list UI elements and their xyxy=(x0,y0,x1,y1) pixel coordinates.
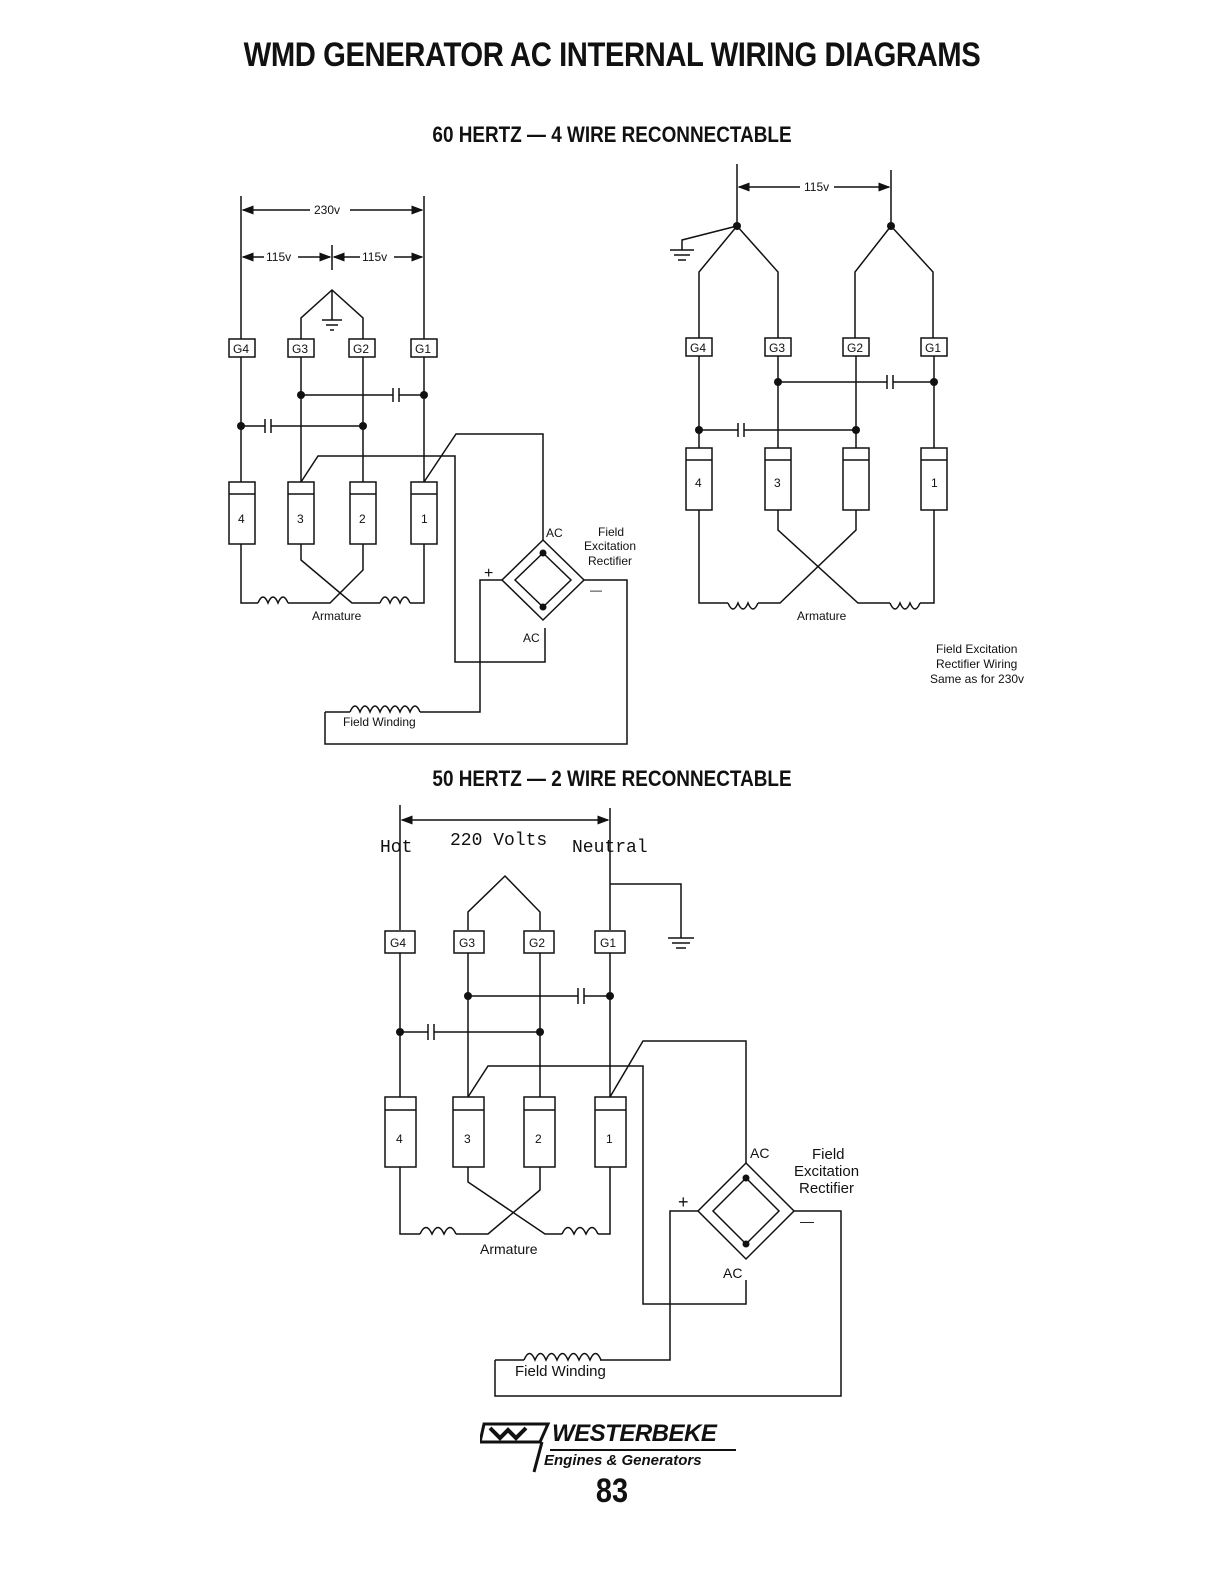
terminal-g3: G3 xyxy=(292,342,308,356)
terminal-g1-2: G1 xyxy=(925,341,941,355)
rectifier-minus-3: — xyxy=(800,1213,814,1229)
rectifier-ac-top-1: AC xyxy=(546,526,563,540)
coil-3-3: 3 xyxy=(464,1132,471,1146)
rectifier-ac-bottom-1: AC xyxy=(523,631,540,645)
label-hot: Hot xyxy=(380,838,412,858)
coil-1-2: 1 xyxy=(931,476,938,490)
terminal-g4: G4 xyxy=(233,342,249,356)
coil-1-3: 1 xyxy=(606,1132,613,1146)
terminal-g2-2: G2 xyxy=(847,341,863,355)
westerbeke-logo xyxy=(480,1422,736,1473)
rectifier-label-1a: Field xyxy=(598,525,624,539)
rectifier-plus-1: + xyxy=(484,565,493,582)
diagram-50hz-220v: Hot 220 Volts Neutral G4 G3 G2 G1 4 3 2 … xyxy=(380,805,859,1397)
coil-1: 1 xyxy=(421,512,428,526)
rectifier-label-3a: Field xyxy=(812,1146,845,1163)
label-armature-2: Armature xyxy=(797,609,847,623)
rectifier-plus-3: + xyxy=(678,1192,689,1212)
logo-name: WESTERBEKE xyxy=(552,1420,717,1447)
label-armature-3: Armature xyxy=(480,1241,538,1257)
coil-2: 2 xyxy=(359,512,366,526)
label-115v-right: 115v xyxy=(362,250,387,264)
rectifier-ac-top-3: AC xyxy=(750,1145,769,1161)
label-field-winding-3: Field Winding xyxy=(515,1363,606,1380)
note-line-3: Same as for 230v xyxy=(930,672,1024,686)
terminal-g3-2: G3 xyxy=(769,341,785,355)
logo-tagline: Engines & Generators xyxy=(544,1452,702,1469)
terminal-g1-3: G1 xyxy=(600,936,616,950)
diagram-60hz-230v: 230v 115v 115v G4 G3 G2 G1 4 xyxy=(228,196,636,745)
coil-2-3: 2 xyxy=(535,1132,542,1146)
label-armature-1: Armature xyxy=(312,609,362,623)
coil-3: 3 xyxy=(297,512,304,526)
label-neutral: Neutral xyxy=(572,838,648,858)
rectifier-label-1b: Excitation xyxy=(584,539,636,553)
rectifier-label-3b: Excitation xyxy=(794,1163,859,1180)
terminal-g1: G1 xyxy=(415,342,431,356)
label-230v: 230v xyxy=(314,203,340,217)
terminal-g2: G2 xyxy=(353,342,369,356)
coil-4-3: 4 xyxy=(396,1132,403,1146)
label-field-winding-1: Field Winding xyxy=(343,715,416,729)
coil-3-2: 3 xyxy=(774,476,781,490)
diagram-60hz-115v: 115v G4 G3 G2 G1 4 3 1 Arma xyxy=(670,164,1024,686)
coil-4-2: 4 xyxy=(695,476,702,490)
note-line-1: Field Excitation xyxy=(936,642,1017,656)
terminal-g4-3: G4 xyxy=(390,936,406,950)
rectifier-label-1c: Rectifier xyxy=(588,554,632,568)
terminal-g3-3: G3 xyxy=(459,936,475,950)
label-220-volts: 220 Volts xyxy=(450,831,547,851)
label-115v-top: 115v xyxy=(804,180,829,194)
page-number: 83 xyxy=(595,1472,629,1510)
rectifier-ac-bottom-3: AC xyxy=(723,1265,742,1281)
label-115v-left: 115v xyxy=(266,250,291,264)
terminal-g2-3: G2 xyxy=(529,936,545,950)
terminal-g4-2: G4 xyxy=(690,341,706,355)
section-title-50hz: 50 HERTZ — 2 WIRE RECONNECTABLE xyxy=(432,766,792,791)
rectifier-label-3c: Rectifier xyxy=(799,1180,854,1197)
note-line-2: Rectifier Wiring xyxy=(936,657,1017,671)
rectifier-minus-1: — xyxy=(590,583,602,597)
coil-4: 4 xyxy=(238,512,245,526)
section-title-60hz: 60 HERTZ — 4 WIRE RECONNECTABLE xyxy=(432,122,792,147)
page-title: WMD GENERATOR AC INTERNAL WIRING DIAGRAM… xyxy=(243,36,981,74)
